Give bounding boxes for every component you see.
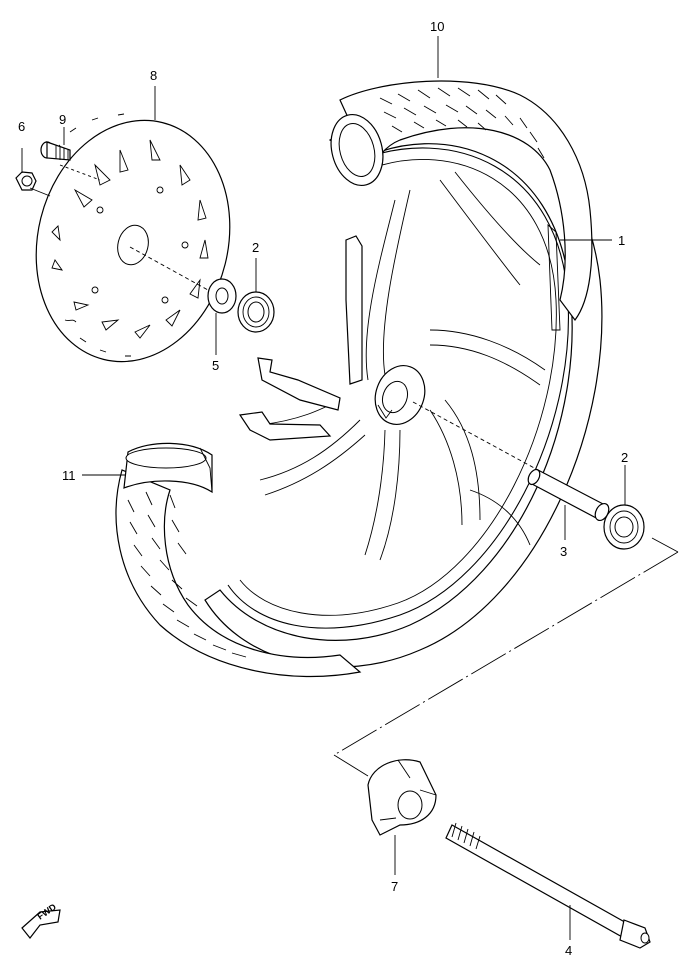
callout-4: 4 bbox=[565, 943, 572, 958]
callout-6: 6 bbox=[18, 119, 25, 134]
spacer bbox=[207, 278, 237, 314]
bearing-lower bbox=[603, 504, 645, 550]
callout-1: 1 bbox=[618, 233, 625, 248]
tire-upper-section bbox=[330, 80, 593, 322]
bearing-upper bbox=[237, 291, 275, 333]
assembly-guide-lines bbox=[29, 164, 679, 777]
callout-labels: 1 2 2 3 4 5 6 7 8 9 10 11 bbox=[18, 19, 628, 958]
forward-direction-arrow-icon: FWD bbox=[21, 901, 61, 939]
wheel-rim bbox=[204, 111, 603, 668]
callout-3: 3 bbox=[560, 544, 567, 559]
callout-2-lower: 2 bbox=[621, 450, 628, 465]
collar bbox=[367, 759, 437, 836]
disc-bolt bbox=[40, 141, 71, 161]
front-axle bbox=[445, 822, 651, 949]
disc-nut bbox=[15, 171, 37, 191]
callout-9: 9 bbox=[59, 112, 66, 127]
callout-7: 7 bbox=[391, 879, 398, 894]
axle-spacer bbox=[527, 468, 610, 522]
callout-5: 5 bbox=[212, 358, 219, 373]
callout-leaders bbox=[21, 36, 626, 940]
callout-2-upper: 2 bbox=[252, 240, 259, 255]
tire-lower-section bbox=[115, 442, 362, 678]
brake-disc bbox=[35, 113, 231, 363]
callout-10: 10 bbox=[430, 19, 444, 34]
callout-8: 8 bbox=[150, 68, 157, 83]
callout-11: 11 bbox=[62, 468, 76, 483]
